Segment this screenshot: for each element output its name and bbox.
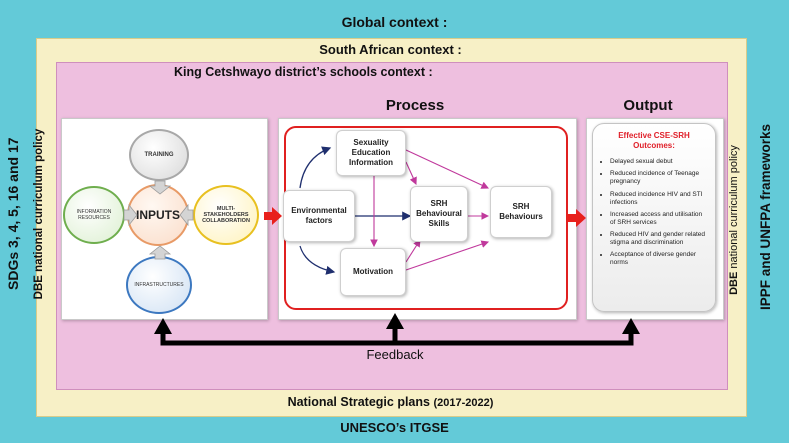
srh-behavioural-skills-box: SRH Behavioural Skills: [410, 186, 468, 242]
feedback-arrowhead-output: [622, 318, 640, 334]
arrow-infrastructure-to-inputs: [148, 245, 172, 260]
arrow-stakeholders-to-inputs: [179, 203, 194, 227]
sexuality-education-box: Sexuality Education Information: [336, 130, 406, 176]
outcomes-list: Delayed sexual debut Reduced incidence o…: [599, 158, 709, 267]
training-label: TRAINING: [144, 152, 174, 158]
inputs-center-label: INPUTS: [135, 208, 180, 222]
sexuality-education-label: Sexuality Education Information: [349, 138, 393, 167]
arrow-env-to-sexuality: [299, 146, 332, 189]
srh-behaviours-box: SRH Behaviours: [490, 186, 552, 238]
list-item: Reduced HIV and gender related stigma an…: [610, 231, 709, 247]
information-resources-label: INFORMATION RESOURCES: [76, 209, 112, 221]
srh-behaviours-label: SRH Behaviours: [499, 202, 543, 221]
environmental-factors-label: Environmental factors: [291, 206, 347, 225]
south-african-context-label: South African context :: [319, 42, 462, 57]
process-heading: Process: [385, 97, 445, 114]
srh-behavioural-skills-label: SRH Behavioural Skills: [416, 199, 462, 228]
district-context-label: King Cetshwayo district’s schools contex…: [174, 65, 433, 79]
feedback-arrowhead-process: [386, 313, 404, 329]
motivation-label: Motivation: [353, 267, 393, 276]
arrow-resources-to-inputs: [123, 203, 138, 227]
list-item: Delayed sexual debut: [610, 158, 709, 166]
multi-stakeholders-label: MULTI-STAKEHOLDERS COLLABORATION: [202, 206, 250, 224]
national-strategic-plans-label: National Strategic plans (2017-2022): [287, 395, 494, 409]
arrow-sexuality-to-skills: [405, 161, 417, 186]
list-item: Acceptance of diverse gender norms: [610, 251, 709, 267]
unesco-itgse-label: UNESCO’s ITGSE: [340, 420, 449, 435]
environmental-factors-box: Environmental factors: [283, 190, 355, 242]
outcomes-card: Effective CSE-SRH Outcomes: Delayed sexu…: [592, 123, 716, 312]
arrow-inputs-to-process: [264, 207, 282, 225]
infrastructures-circle: INFRASTRUCTURES: [126, 256, 192, 314]
training-circle: TRAINING: [129, 129, 189, 181]
arrow-motivation-to-behaviours: [405, 240, 490, 271]
motivation-box: Motivation: [340, 248, 406, 296]
infrastructures-label: INFRASTRUCTURES: [134, 282, 184, 288]
feedback-arrowhead-inputs: [154, 318, 172, 334]
process-arrows: [299, 146, 490, 275]
arrow-sexuality-to-behaviours: [405, 149, 489, 189]
outcomes-heading: Effective CSE-SRH Outcomes:: [618, 131, 690, 150]
feedback-label: Feedback: [366, 347, 424, 362]
inputs-connector-arrows: [123, 180, 194, 260]
list-item: Reduced incidence HIV and STI infections: [610, 191, 709, 207]
arrow-env-to-motivation: [299, 245, 336, 275]
arrow-motivation-to-skills: [405, 239, 421, 263]
arrow-process-to-output: [567, 209, 586, 227]
global-context-label: Global context :: [341, 14, 448, 30]
output-heading: Output: [623, 97, 673, 114]
multi-stakeholders-circle: MULTI-STAKEHOLDERS COLLABORATION: [193, 185, 259, 245]
list-item: Reduced incidence of Teenage pregnancy: [610, 170, 709, 186]
arrow-training-to-inputs: [148, 180, 172, 195]
list-item: Increased access and utilisation of SRH …: [610, 211, 709, 227]
